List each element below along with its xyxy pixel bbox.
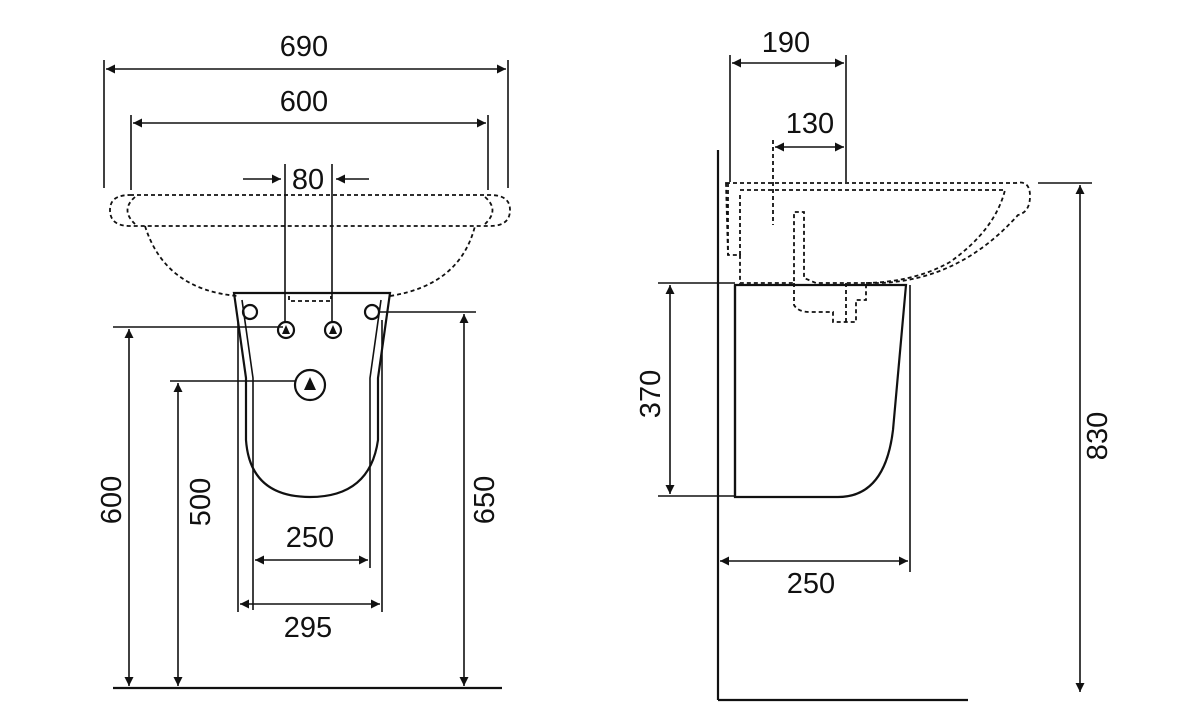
fixing-hole-right [363,303,381,321]
overflow-slot [288,296,332,302]
pedestal-inner-line-right [369,299,382,568]
front-view: 690 600 80 250 295 600 500 650 [96,31,511,690]
basin-inner-rim [740,189,1007,284]
dimension-80: 80 [292,164,324,196]
dimension-830: 830 [1082,412,1114,460]
basin-rim-outline [109,194,511,227]
dimension-130: 130 [786,108,834,140]
dimension-190: 190 [762,27,810,59]
fixing-hole-left [241,303,259,321]
waste-outlet [293,368,327,402]
basin-rim-inner [126,196,136,225]
basin-rim-inner-right [484,196,494,225]
pedestal-outline [232,291,392,499]
waste-outlet-arrow-icon [304,377,316,390]
dimension-250-front: 250 [286,522,334,554]
dimension-600-height: 600 [96,476,128,524]
dimension-370: 370 [635,370,667,418]
water-supply-left-arrow-icon [282,325,290,334]
dimension-250-side: 250 [787,568,835,600]
basin-bowl-outline [144,225,476,297]
water-supply-right [323,320,343,340]
water-supply-right-arrow-icon [329,325,337,334]
dimension-500-height: 500 [185,478,217,526]
water-supply-left [276,320,296,340]
dimension-295: 295 [284,612,332,644]
dimension-690: 690 [280,31,328,63]
dimension-650-height: 650 [469,476,501,524]
dimension-600: 600 [280,86,328,118]
basin-back-lip [727,183,741,255]
pedestal-inner-line-left [241,299,254,610]
side-view: 190 130 370 250 830 [635,27,1114,702]
pedestal-side-outline [733,283,908,499]
basin-side-outline [725,181,1031,284]
trap-outline [793,283,867,323]
